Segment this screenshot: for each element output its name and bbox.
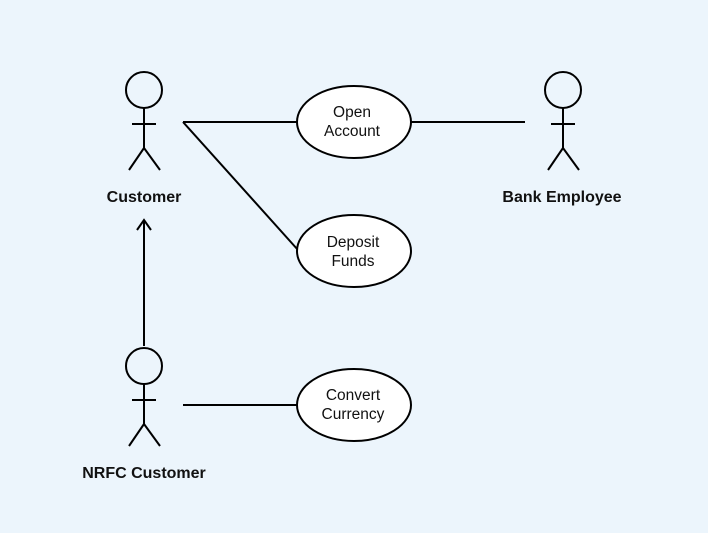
- customer-stick-figure-icon: [125, 71, 163, 171]
- use-case-convert-currency[interactable]: Convert Currency: [296, 368, 412, 442]
- use-case-deposit-funds[interactable]: Deposit Funds: [296, 214, 412, 288]
- use-case-open-account-line-2: Account: [324, 123, 381, 140]
- association-customer-deposit-funds: [182, 121, 299, 251]
- nrfc-customer-stick-figure-icon: [125, 347, 163, 447]
- use-case-deposit-funds-line-1: Deposit: [327, 234, 380, 251]
- use-case-open-account[interactable]: Open Account: [296, 85, 412, 159]
- actor-customer-label: Customer: [107, 189, 182, 206]
- actor-bank-employee-label: Bank Employee: [502, 189, 621, 206]
- actor-nrfc-customer-label: NRFC Customer: [82, 465, 206, 482]
- actor-customer[interactable]: Customer: [107, 71, 182, 206]
- use-case-convert-currency-line-2: Currency: [322, 406, 385, 423]
- actor-nrfc-customer[interactable]: NRFC Customer: [82, 347, 206, 482]
- actor-bank-employee[interactable]: Bank Employee: [502, 71, 622, 206]
- bank-employee-stick-figure-icon: [544, 71, 582, 171]
- generalization-arrow: [136, 218, 152, 346]
- use-case-open-account-line-1: Open: [333, 104, 371, 121]
- use-case-deposit-funds-line-2: Funds: [331, 253, 374, 270]
- use-case-convert-currency-line-1: Convert: [326, 387, 381, 404]
